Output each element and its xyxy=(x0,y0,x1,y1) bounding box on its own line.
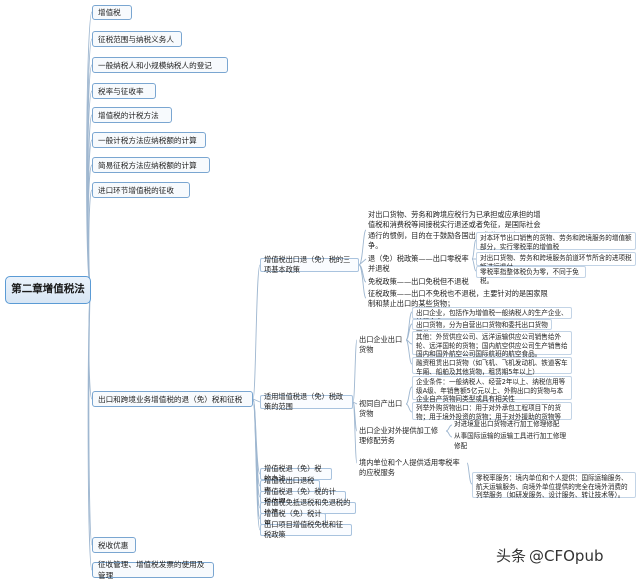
topic-general-method[interactable]: 一般计税方法应纳税额的计算 xyxy=(92,132,206,148)
zero-rate-item-note: 零税率指整体税负为零，不同于免税。 xyxy=(476,266,586,285)
export-refund-method[interactable]: 增值税退（免）税的办法 xyxy=(260,464,332,483)
topic-tax-incentives[interactable]: 税收优惠 xyxy=(92,537,136,553)
watermark-prefix: 头条 xyxy=(496,547,527,565)
watermark-handle: @CFOpub xyxy=(529,546,604,565)
topic-registration[interactable]: 一般纳税人和小规模纳税人的登记 xyxy=(92,57,228,73)
deemed-conditions: 企业条件：一般纳税人、经营2年以上、纳税信用等级A级、年销售额5亿元以上、外购出… xyxy=(412,376,572,403)
processing-transport-tools: 从事国际运输的运输工具进行加工修理修配 xyxy=(454,432,567,450)
export-exempt-taxed-policy[interactable]: 出口项目增值税免税和征税政策 xyxy=(260,520,352,539)
topic-calc-method[interactable]: 增值税的计税方法 xyxy=(92,107,172,123)
policy-zero-rate-refund[interactable]: 退（免）税政策——出口零税率并退税 xyxy=(368,254,469,274)
zero-rate-item-input-refund: 对出口货物、劳务和跨境服务前道环节所含的进项税额进行退付 xyxy=(476,252,636,271)
scope-export-enterprise: 出口企业，包括作为增值税一般纳税人的生产企业、外贸企业。 xyxy=(412,307,572,326)
processing-reexport: 对进境复出口货物进行加工修理修配 xyxy=(454,420,560,428)
topic-vat[interactable]: 增值税 xyxy=(92,5,132,20)
topic-collection-invoice[interactable]: 征收管理、增值税发票的使用及管理 xyxy=(92,560,214,580)
scope-zero-rate-services[interactable]: 境内单位和个人提供适用零税率的应税服务 xyxy=(359,458,460,478)
topic-tax-rate[interactable]: 税率与征收率 xyxy=(92,83,156,99)
policy-taxed[interactable]: 征税政策——出口不免税也不退税，主要针对的是国家限制和禁止出口的某些货物； xyxy=(368,289,548,309)
deemed-listed-purchases: 列举外购货物出口：用于对外承包工程项目下的货物；用于境外投资的货物；用于对外援助… xyxy=(412,402,572,421)
scope-export-goods-types: 出口货物，分为自营出口货物和委托出口货物两类 xyxy=(412,319,552,338)
topic-import-vat[interactable]: 进口环节增值税的征收 xyxy=(92,182,190,198)
scope-export-goods[interactable]: 出口企业出口货物 xyxy=(359,335,403,355)
scope-processing-repair[interactable]: 出口企业对外提供加工修理修配劳务 xyxy=(359,426,439,446)
export-applicable-scope[interactable]: 适用增值税退（免）税政策的范围 xyxy=(260,392,353,411)
scope-other-suppliers: 其他：外贸供应公司、远洋运输供应公司销售给外轮、远洋国轮的货物；国内航空供应公司… xyxy=(412,331,572,358)
topic-export-refund[interactable]: 出口和跨境业务增值税的退（免）税和征税 xyxy=(92,391,253,407)
scope-deemed-own-goods[interactable]: 视同自产出口货物 xyxy=(359,399,403,419)
root-node[interactable]: 第二章增值税法 xyxy=(5,276,91,304)
topic-scope-taxpayer[interactable]: 征税范围与纳税义务人 xyxy=(92,31,182,47)
topic-simple-method[interactable]: 简易征税方法应纳税额的计算 xyxy=(92,157,210,173)
watermark: 头条 @CFOpub xyxy=(496,545,636,566)
zero-rate-item-value-added: 对本环节出口销售的货物、劳务和跨境服务的增值额部分，实行零税率的增值税 xyxy=(476,232,636,251)
scope-finance-lease: 融资租赁出口货物（如飞机、飞机发动机、铁道客车车厢、船舶及其他货物，租赁期5年以… xyxy=(412,357,572,376)
zero-rate-services-detail: 零税率服务：境内单位和个人提供：国际运输服务、航天运输服务、向境外单位提供的完全… xyxy=(472,472,636,499)
policy-intro: 对出口货物、劳务和跨境应税行为已承担或应承担的增值税和消费税等间接税实行退还或者… xyxy=(368,210,541,251)
export-basic-policies[interactable]: 增值税出口退（免）税的三项基本政策 xyxy=(260,255,359,274)
policy-exempt-no-refund[interactable]: 免税政策——出口免税但不退税 xyxy=(368,277,469,286)
